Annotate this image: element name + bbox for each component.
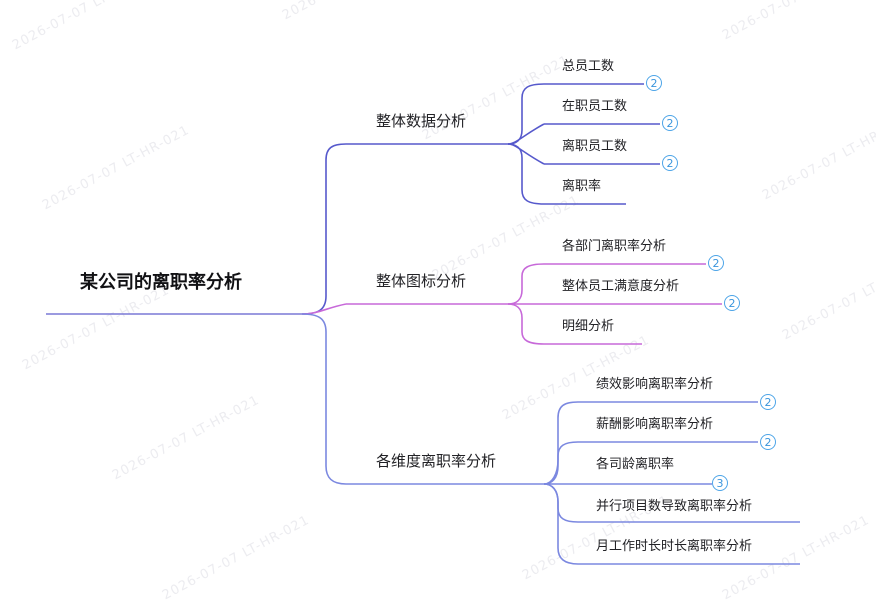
leaf-turnover-rate[interactable]: 离职率 — [562, 179, 602, 194]
leaf-performance-turnover[interactable]: 绩效影响离职率分析 — [596, 377, 714, 392]
leaf-total-employees[interactable]: 总员工数 — [562, 59, 615, 74]
branch-topic-overall-data[interactable]: 整体数据分析 — [376, 112, 467, 130]
leaf-active-employees[interactable]: 在职员工数 — [562, 99, 628, 114]
branch-topic-overall-charts[interactable]: 整体图标分析 — [376, 272, 467, 290]
branch-3-brace-5 — [543, 483, 579, 565]
root-topic[interactable]: 某公司的离职率分析 — [80, 272, 242, 293]
branch-3-brace-2 — [543, 441, 579, 485]
leaf-detail-analysis[interactable]: 明细分析 — [562, 319, 615, 334]
leaf-departed-employees-count-badge[interactable]: 2 — [662, 155, 678, 171]
branch-1-brace-4 — [507, 143, 545, 205]
leaf-salary-turnover[interactable]: 薪酬影响离职率分析 — [596, 417, 714, 432]
branch-2-brace-1 — [507, 263, 545, 305]
branch-topic-dimensions[interactable]: 各维度离职率分析 — [376, 452, 497, 470]
leaf-department-turnover-count-badge[interactable]: 2 — [708, 255, 724, 271]
leaf-performance-turnover-count-badge[interactable]: 2 — [760, 394, 776, 410]
leaf-department-turnover[interactable]: 各部门离职率分析 — [562, 239, 667, 254]
leaf-salary-turnover-count-badge[interactable]: 2 — [760, 434, 776, 450]
leaf-employee-satisfaction[interactable]: 整体员工满意度分析 — [562, 279, 680, 294]
root-connector-branch-3 — [301, 313, 347, 485]
leaf-active-employees-count-badge[interactable]: 2 — [662, 115, 678, 131]
leaf-tenure-turnover-count-badge[interactable]: 3 — [712, 475, 728, 491]
root-connector-branch-1 — [301, 143, 347, 315]
branch-1-brace-3 — [507, 143, 545, 165]
leaf-total-employees-count-badge[interactable]: 2 — [646, 75, 662, 91]
leaf-departed-employees[interactable]: 离职员工数 — [562, 139, 628, 154]
branch-3-brace-4 — [543, 483, 579, 523]
leaf-tenure-turnover[interactable]: 各司龄离职率 — [596, 457, 675, 472]
leaf-employee-satisfaction-count-badge[interactable]: 2 — [724, 295, 740, 311]
branch-1-brace-2 — [507, 123, 545, 145]
branch-2-brace-3 — [507, 303, 545, 345]
leaf-concurrent-projects-turnover[interactable]: 并行项目数导致离职率分析 — [596, 499, 753, 514]
leaf-monthly-hours-turnover[interactable]: 月工作时长时长离职率分析 — [596, 539, 753, 554]
